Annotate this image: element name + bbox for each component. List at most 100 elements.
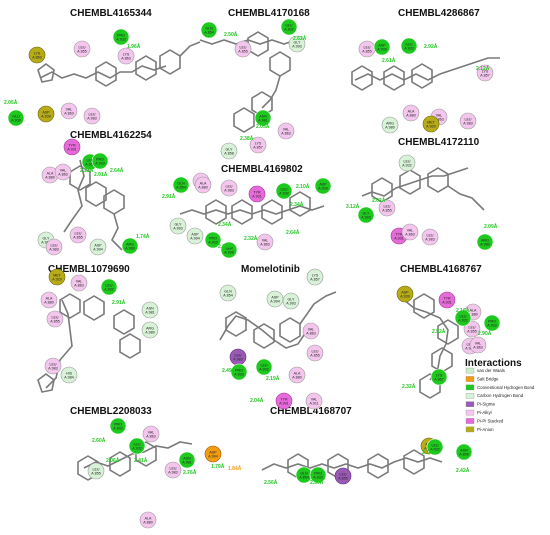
residue-number: A:933 [113,427,122,431]
residue-number: A:929 [426,125,435,129]
residue-name: ALA [46,296,53,300]
distance-label: 1.74Å [136,233,150,240]
residue-circle [396,285,414,303]
residue-circle [46,310,64,328]
residue-number: A:863 [473,346,482,350]
residue-number: A:857 [434,378,443,382]
residue-number: A:983 [463,122,472,126]
legend-label: Salt Bridge [477,376,499,381]
residue-number: A:858 [224,152,233,156]
residue-name: LEU [51,243,58,247]
distance-label: 2.60Å [92,437,106,444]
residue-circle [463,320,481,338]
legend-label: Pi-Alkyl [477,410,492,415]
distance-label: 2.04Å [250,397,264,404]
residue-circle [172,176,190,194]
residue-number: A:880 [143,521,152,525]
legend-item: Pi-Alkyl [465,409,492,416]
residue-circle [476,233,494,251]
distance-label: 2.56Å [264,479,278,486]
residue-circle [309,466,327,484]
residue-circle [373,38,391,56]
panel-title: CHEMBL4168767 [400,264,482,275]
residue-circle [254,109,272,127]
residue-number: A:994 [208,455,217,459]
legend-swatch [465,384,475,391]
residue-circle [28,46,46,64]
residue-name: ASP [319,182,327,186]
residue-circle [112,28,130,46]
residue-circle [219,284,237,302]
residue-circle [73,40,91,58]
residue-name: PRO [314,471,322,475]
residue-number: A:854 [299,476,308,480]
residue-circle [306,268,324,286]
panel-title: CHEMBL1079690 [48,264,130,275]
residue-circle [48,268,66,286]
residue-name: ASN [146,306,154,310]
residue-name: GLN [205,26,213,30]
residue-circle [69,226,87,244]
residue-number: A:863 [306,332,315,336]
distance-label: 2.09Å [484,223,498,230]
residue-name: ASN [259,114,267,118]
residue-number: A:932 [430,448,439,452]
residue-number: A:980 [385,126,394,130]
residue-circle [164,461,182,479]
residue-circle [45,238,63,256]
residue-circle [426,438,444,456]
residue-circle [204,231,222,249]
distance-label: 2.32Å [402,383,416,390]
distance-label: 3.12Å [346,203,360,210]
residue-number: A:863 [74,284,83,288]
residue-number: A:932 [404,47,413,51]
legend-swatch [465,426,475,433]
residue-number: A:855 [77,50,86,54]
residue-name: GLY [175,222,183,226]
residue-circle [87,462,105,480]
residue-circle [194,176,212,194]
residue-name: ASN [460,448,468,452]
residue-name: VAL [308,327,315,331]
residue-number: A:855 [382,209,391,213]
distance-label: 2.50Å [224,31,238,38]
distance-label: 2.92Å [424,43,438,50]
legend-swatch [465,393,475,399]
residue-circle [83,107,101,125]
residue-name: TYR [443,296,451,300]
residue-number: A:863 [64,112,73,116]
residue-number: A:854 [204,31,213,35]
residue-number: A:930 [11,119,20,123]
residue-number: A:931 [442,301,451,305]
residue-name: VAL [76,279,83,283]
legend-label: Pi-Pi Stacked [477,418,504,423]
residue-circle [7,109,25,127]
distance-label: 2.49Å [222,367,236,374]
residue-name: PRO [209,236,217,240]
residue-name: TYR [253,190,261,194]
residue-number: A:994 [93,248,102,252]
residue-circle [430,368,448,386]
residue-number: A:863 [146,435,155,439]
distance-label: 2.16Å [456,307,470,314]
